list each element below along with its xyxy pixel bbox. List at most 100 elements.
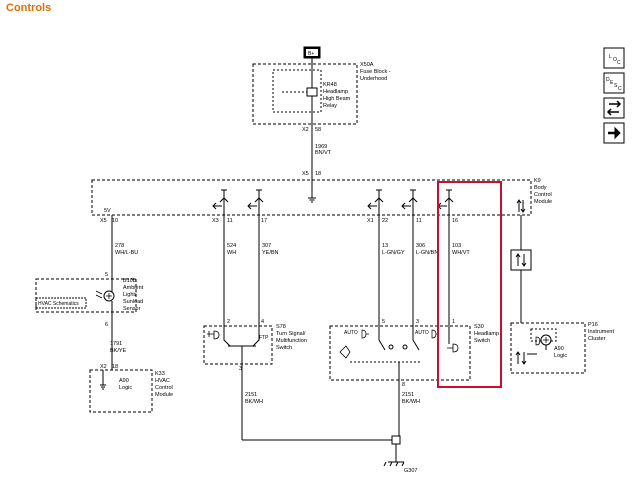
pin10-num: 10 xyxy=(112,218,118,224)
pin11-conn: X3 xyxy=(212,218,219,224)
fuse-block: X50A Fuse Block - Underhood KR48 Headlam… xyxy=(252,62,391,133)
fuse-block-id: X50A xyxy=(360,62,374,68)
hl-pin-1: 1 xyxy=(452,319,455,325)
hvac-logic-2: Logic xyxy=(119,385,132,391)
pin22-num: 22 xyxy=(382,218,388,224)
hl-auto-1: AUTO xyxy=(344,330,358,336)
sensor-pin-top: 5 xyxy=(105,272,108,278)
bcm-name-3: Module xyxy=(534,199,552,205)
turn-switch-name-3: Switch xyxy=(276,345,292,351)
description-icon[interactable]: D E S C xyxy=(603,72,625,94)
fuse-conn-label: X2 xyxy=(302,127,309,133)
hvac-name-2: Control xyxy=(155,385,173,391)
turn-pin-c: 3 xyxy=(239,366,242,372)
ground-splice: G307 xyxy=(242,435,417,474)
hvac-control-module: X2 18 A90 Logic K33 HVAC Control Module xyxy=(89,364,173,413)
wire-278-color: WH/L-BU xyxy=(115,250,138,256)
hl-pin-3: 3 xyxy=(416,319,419,325)
wire-307-circuit: 307 xyxy=(262,243,271,249)
swap-arrows-icon[interactable] xyxy=(603,97,625,119)
hl-switch-name-1: Headlamp xyxy=(474,331,499,337)
hvac-id: K33 xyxy=(155,371,165,377)
wire-103-color: WH/VT xyxy=(452,250,470,256)
fuse-pin-label: 58 xyxy=(315,127,321,133)
battery-label: B+ xyxy=(308,51,314,57)
next-arrow-icon[interactable] xyxy=(603,122,625,144)
cluster-name-1: Instrument xyxy=(588,329,614,335)
wire-2151a-color: BK/WH xyxy=(245,399,263,405)
wire-306-circuit: 306 xyxy=(416,243,425,249)
wire-1791-circuit: 1791 xyxy=(110,341,122,347)
desc-letter-c: C xyxy=(618,86,622,92)
wire-2151b-color: BK/WH xyxy=(402,399,420,405)
turn-switch-name-1: Turn Signal/ xyxy=(276,331,306,337)
sensor-name-3: Sunload xyxy=(123,299,143,305)
fuse-block-name-1: Fuse Block - xyxy=(360,69,391,75)
wire-13-color: L-GN/GY xyxy=(382,250,405,256)
serial-data-icon xyxy=(510,249,532,271)
hvac-name-3: Module xyxy=(155,392,173,398)
wire-1969-color: BN/VT xyxy=(315,150,332,156)
wire-306-color: L-GN/BN xyxy=(416,250,438,256)
ref-5v-label: 5V xyxy=(104,208,111,214)
location-icon[interactable]: L O C xyxy=(603,47,625,69)
wire-13-circuit: 13 xyxy=(382,243,388,249)
loc-letter-l: L xyxy=(609,54,612,60)
cluster-logic-2: Logic xyxy=(554,353,567,359)
battery-terminal: B+ xyxy=(303,46,321,64)
relay-name-1: Headlamp xyxy=(323,89,348,95)
relay-name-2: High Beam xyxy=(323,96,351,102)
wire-524-color: WH xyxy=(227,250,236,256)
wire-2151b-circuit: 2151 xyxy=(402,392,414,398)
desc-letter-d: D xyxy=(606,77,610,83)
hvac-schematics-link[interactable]: HVAC Schematics xyxy=(38,301,79,307)
hvac-conn-label: X2 xyxy=(100,364,107,370)
wire-2151a-circuit: 2151 xyxy=(245,392,257,398)
wire-307-color: YE/BN xyxy=(262,250,279,256)
relay-name-3: Relay xyxy=(323,103,337,109)
pin22-conn: X1 xyxy=(367,218,374,224)
turn-pin-b: 4 xyxy=(261,319,264,325)
turn-pin-a: 2 xyxy=(227,319,230,325)
cluster-name-2: Cluster xyxy=(588,336,606,342)
wire-1969-circuit: 1969 xyxy=(315,144,327,150)
cluster-logic-1: A90 xyxy=(554,346,564,352)
pin11b-num: 11 xyxy=(416,218,422,224)
highlight-box xyxy=(437,181,502,388)
sensor-name-2: Light/ xyxy=(123,292,137,298)
desc-letter-e: E xyxy=(610,80,614,86)
pin17-num: 17 xyxy=(261,218,267,224)
relay-id: KR48 xyxy=(323,82,337,88)
hl-auto-2: AUTO xyxy=(415,330,429,336)
turn-signal-multifunction-switch: 2 4 3 FTP S78 Turn Signal/ Multifunction… xyxy=(203,319,307,372)
bcm-pin-label: 18 xyxy=(315,171,321,177)
turn-switch-id: S78 xyxy=(276,324,286,330)
body-control-module: K9 Body Control Module 5V xyxy=(91,178,552,216)
pin16-num: 16 xyxy=(452,218,458,224)
hl-pin-5: 5 xyxy=(382,319,385,325)
loc-letter-o: O xyxy=(613,57,617,63)
wire-1791-color: BK/YE xyxy=(110,348,127,354)
ftp-label: FTP xyxy=(259,335,269,341)
bcm-name-2: Control xyxy=(534,192,552,198)
ambient-light-sensor: HVAC Schematics 5 6 B10B Ambient Light/ … xyxy=(35,272,144,328)
sensor-name-4: Sensor xyxy=(123,306,141,312)
sensor-pin-bottom: 6 xyxy=(105,322,108,328)
ground-label: G307 xyxy=(404,468,417,474)
desc-letter-s: S xyxy=(614,83,618,89)
page-title: Controls xyxy=(6,2,52,14)
wire-103-circuit: 103 xyxy=(452,243,461,249)
hvac-logic-1: A90 xyxy=(119,378,129,384)
wire-278-circuit: 278 xyxy=(115,243,124,249)
bcm-name-1: Body xyxy=(534,185,547,191)
sensor-name-1: Ambient xyxy=(123,285,144,291)
hl-switch-id: S30 xyxy=(474,324,484,330)
wire-524-circuit: 524 xyxy=(227,243,236,249)
hvac-pin-label: 18 xyxy=(112,364,118,370)
bcm-conn-label: X5 xyxy=(302,171,309,177)
loc-letter-c: C xyxy=(617,60,621,66)
hvac-name-1: HVAC xyxy=(155,378,170,384)
bcm-id: K9 xyxy=(534,178,541,184)
pin10-conn: X5 xyxy=(100,218,107,224)
